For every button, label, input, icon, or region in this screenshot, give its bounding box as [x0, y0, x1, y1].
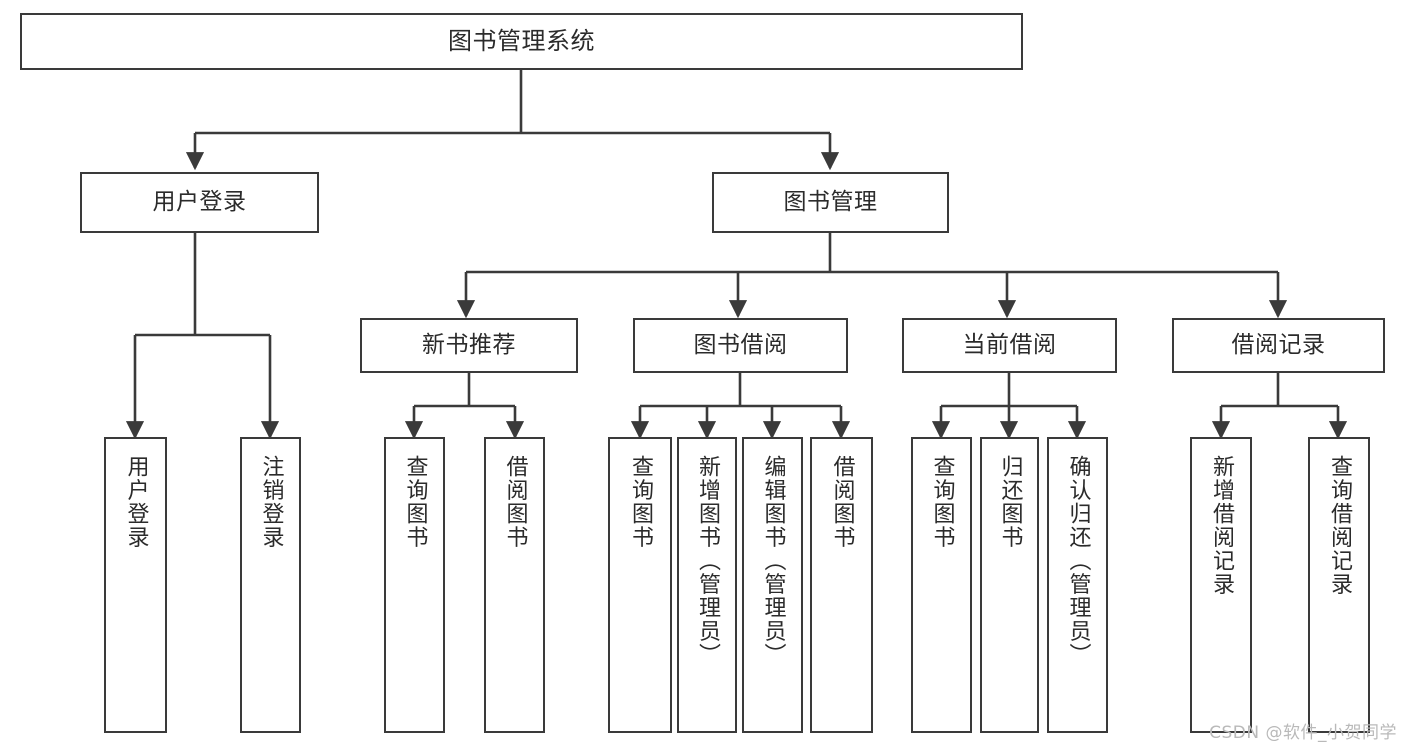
node-label: 注销登录: [258, 455, 284, 549]
node-user-login[interactable]: 用户登录: [80, 172, 319, 233]
node-label: 当前借阅: [962, 331, 1057, 358]
node-label: 查询图书: [627, 455, 653, 549]
csdn-watermark: CSDN @软件_小贺同学: [1209, 723, 1397, 743]
node-label: 查询图书: [402, 455, 428, 549]
node-label: 查询借阅记录: [1326, 455, 1352, 596]
leaf-logout-login[interactable]: 注销登录: [240, 437, 301, 733]
node-label: 新增图书（管理员）: [694, 455, 720, 667]
node-book-management[interactable]: 图书管理: [712, 172, 949, 233]
node-label: 借阅记录: [1231, 331, 1326, 358]
node-current-borrow[interactable]: 当前借阅: [902, 318, 1117, 373]
leaf-borrow-book-recommend[interactable]: 借阅图书: [484, 437, 545, 733]
leaf-edit-book[interactable]: 编辑图书（管理员）: [742, 437, 803, 733]
leaf-return-book[interactable]: 归还图书: [980, 437, 1039, 733]
leaf-add-book[interactable]: 新增图书（管理员）: [677, 437, 737, 733]
node-root-system[interactable]: 图书管理系统: [20, 13, 1023, 70]
node-label: 图书管理系统: [448, 27, 595, 56]
leaf-user-login[interactable]: 用户登录: [104, 437, 167, 733]
leaf-borrow-book-borrow[interactable]: 借阅图书: [810, 437, 873, 733]
node-label: 编辑图书（管理员）: [760, 455, 786, 667]
node-label: 用户登录: [123, 455, 149, 549]
node-label: 归还图书: [997, 455, 1023, 549]
node-label: 借阅图书: [502, 455, 528, 549]
node-new-book-recommend[interactable]: 新书推荐: [360, 318, 578, 373]
node-label: 借阅图书: [829, 455, 855, 549]
leaf-add-borrow-record[interactable]: 新增借阅记录: [1190, 437, 1252, 733]
leaf-query-book-current[interactable]: 查询图书: [911, 437, 972, 733]
node-book-borrow[interactable]: 图书借阅: [633, 318, 848, 373]
node-borrow-record[interactable]: 借阅记录: [1172, 318, 1385, 373]
node-label: 查询图书: [929, 455, 955, 549]
leaf-confirm-return[interactable]: 确认归还（管理员）: [1047, 437, 1108, 733]
leaf-query-borrow-record[interactable]: 查询借阅记录: [1308, 437, 1370, 733]
node-label: 新书推荐: [422, 331, 516, 358]
node-label: 图书借阅: [693, 331, 788, 358]
node-label: 用户登录: [152, 188, 247, 215]
node-label: 确认归还（管理员）: [1065, 455, 1091, 667]
leaf-query-book-recommend[interactable]: 查询图书: [384, 437, 445, 733]
node-label: 新增借阅记录: [1208, 455, 1234, 596]
leaf-query-book-borrow[interactable]: 查询图书: [608, 437, 672, 733]
node-label: 图书管理: [783, 188, 878, 215]
